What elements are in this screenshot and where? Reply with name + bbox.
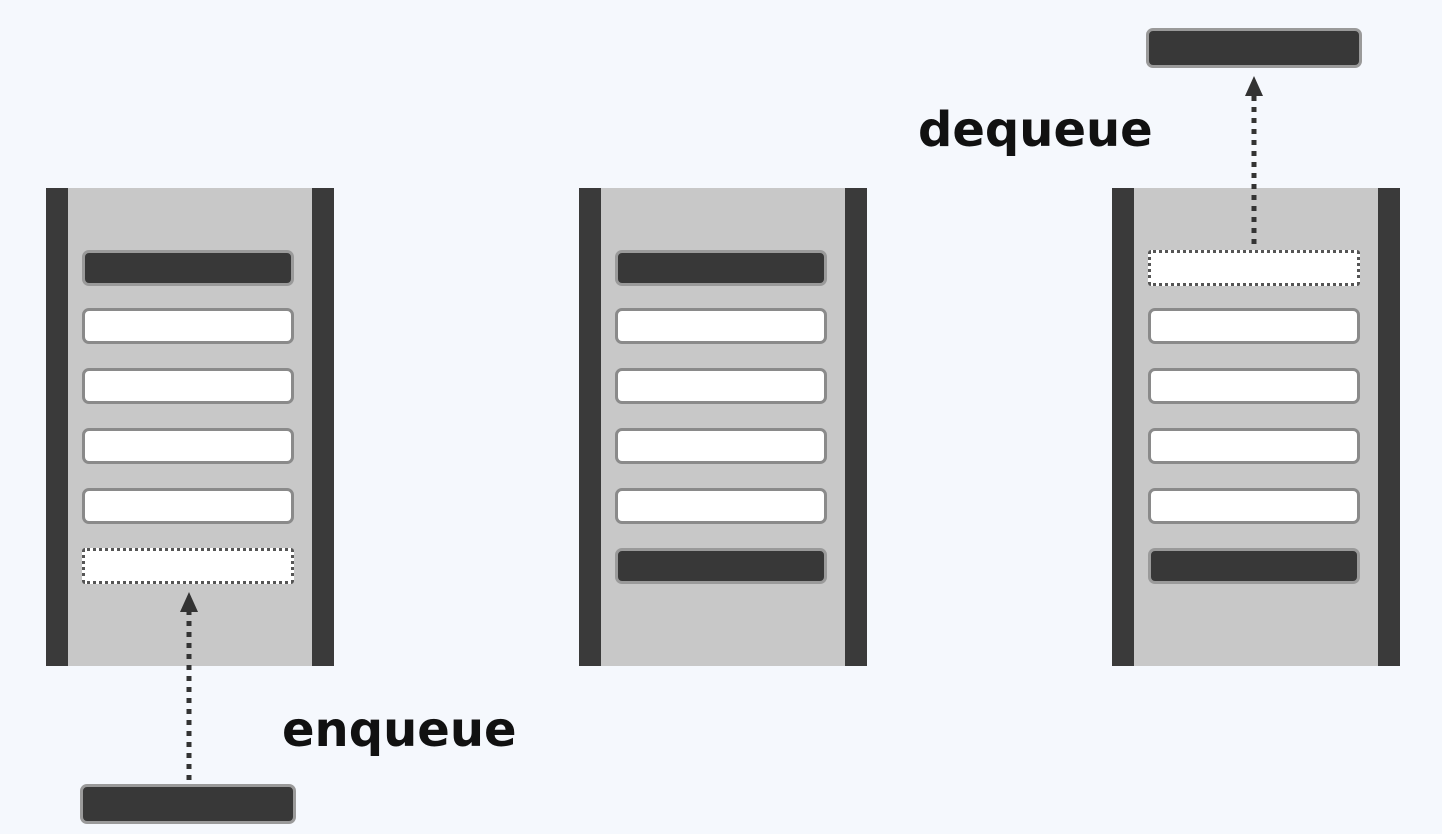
queue-enqueue-state — [46, 188, 334, 666]
queue-slot-dark — [82, 250, 294, 286]
queue-wall-left — [46, 188, 68, 666]
queue-wall-left — [579, 188, 601, 666]
queue-slot-filled — [82, 488, 294, 524]
enqueue-label: enqueue — [282, 702, 517, 758]
queue-slot-filled — [615, 368, 827, 404]
queue-wall-right — [1378, 188, 1400, 666]
queue-wall-right — [845, 188, 867, 666]
queue-slot-filled — [82, 428, 294, 464]
dequeue-item — [1146, 28, 1362, 68]
enqueue-item — [80, 784, 296, 824]
queue-slot-filled — [615, 308, 827, 344]
queue-wall-left — [1112, 188, 1134, 666]
queue-full-state — [579, 188, 867, 666]
queue-slot-filled — [1148, 428, 1360, 464]
queue-slot-filled — [615, 428, 827, 464]
queue-slot-empty — [82, 548, 294, 584]
queue-slot-dark — [1148, 548, 1360, 584]
dequeue-label: dequeue — [918, 102, 1153, 158]
queue-slot-filled — [82, 308, 294, 344]
queue-dequeue-state — [1112, 188, 1400, 666]
queue-slot-filled — [1148, 308, 1360, 344]
queue-slot-filled — [615, 488, 827, 524]
queue-slot-empty — [1148, 250, 1360, 286]
queue-wall-right — [312, 188, 334, 666]
queue-slot-dark — [615, 548, 827, 584]
queue-slot-filled — [1148, 368, 1360, 404]
queue-slot-filled — [82, 368, 294, 404]
queue-slot-filled — [1148, 488, 1360, 524]
queue-slot-dark — [615, 250, 827, 286]
